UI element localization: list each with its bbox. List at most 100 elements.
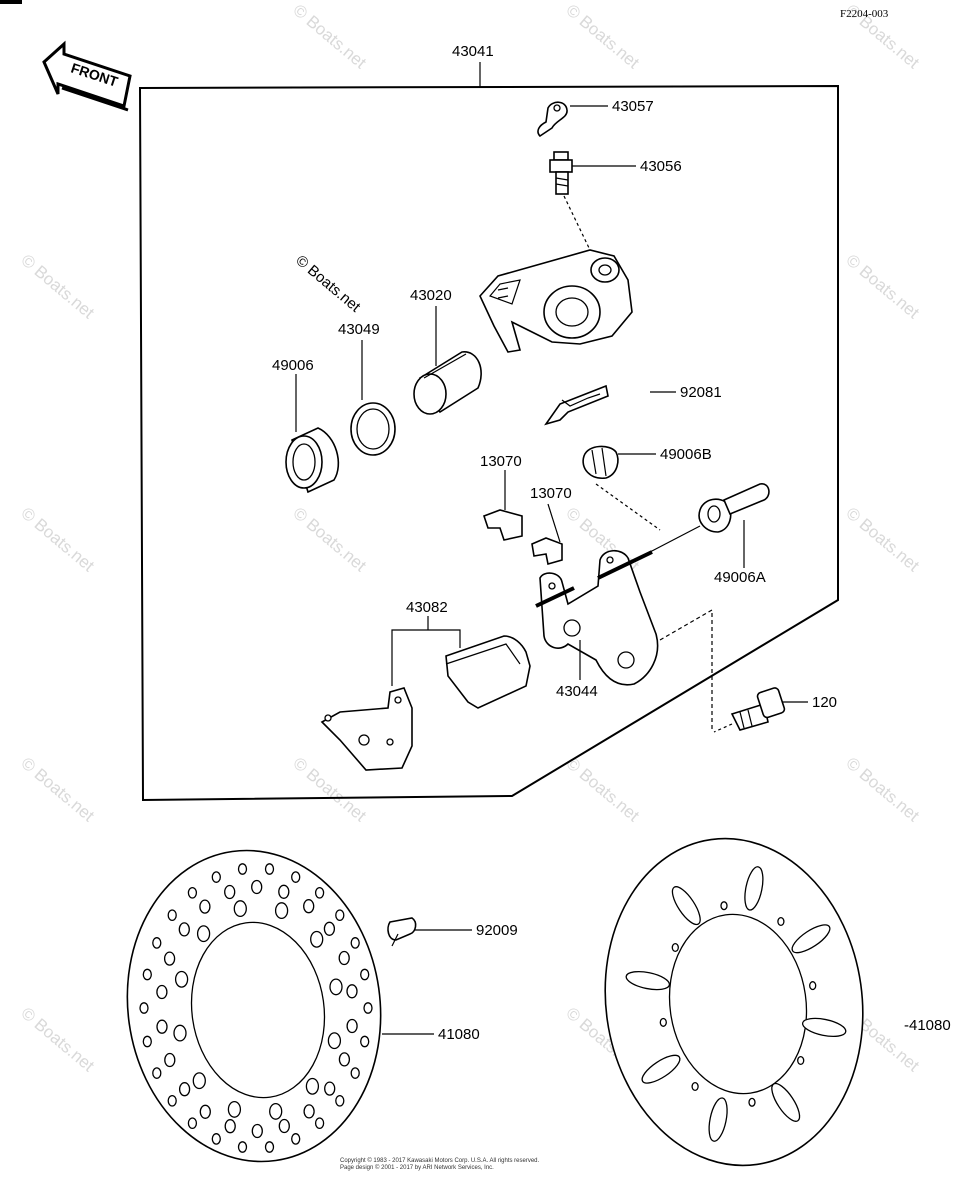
- disc-hole: [329, 978, 343, 996]
- disc-hole: [720, 901, 728, 911]
- callout-41080-left: 41080: [438, 1026, 480, 1043]
- assembly-dash: [563, 195, 591, 251]
- watermark: © Boats.net: [842, 504, 923, 576]
- watermark: © Boats.net: [17, 1004, 98, 1076]
- disc-hole: [163, 951, 176, 966]
- disc-hole: [142, 968, 152, 981]
- watermark: © Boats.net: [289, 754, 370, 826]
- disc-hole: [350, 937, 360, 949]
- caliper-holder: [535, 549, 659, 686]
- callout-43020: 43020: [410, 287, 452, 304]
- piston-seal: [350, 402, 396, 456]
- disc-hole: [291, 871, 301, 883]
- disc-hole: [224, 884, 236, 900]
- disc-slot: [791, 924, 831, 954]
- disc-left-holes: [139, 863, 373, 1153]
- disc-hole: [303, 899, 315, 914]
- brake-pad-inner: [445, 635, 531, 709]
- disc-hole: [363, 1002, 373, 1014]
- boot-a: [698, 498, 732, 533]
- disc-hole: [152, 937, 162, 949]
- watermark: © Boats.net: [17, 251, 98, 323]
- disc-hole: [178, 1082, 191, 1097]
- disc-slot: [671, 886, 701, 926]
- disc-hole: [224, 1119, 236, 1134]
- guide-pin-bolt: [722, 483, 770, 516]
- copyright-line-1: Copyright © 1983 - 2017 Kawasaki Motors …: [340, 1157, 540, 1164]
- brake-disc-right: [604, 837, 864, 1167]
- disc-hole: [327, 1032, 342, 1050]
- watermark: © Boats.net: [17, 504, 98, 576]
- disc-slot: [708, 1097, 728, 1142]
- disc-hole: [659, 1017, 667, 1027]
- front-arrow: FRONT: [42, 40, 132, 112]
- disc-slot: [625, 970, 671, 991]
- callout-43041: 43041: [452, 43, 494, 60]
- copyright-line-2: Page design © 2001 - 2017 by ARI Network…: [340, 1164, 494, 1171]
- holder-dash: [659, 608, 713, 730]
- disc-hole: [809, 981, 817, 991]
- watermark: © Boats.net: [17, 754, 98, 826]
- disc-hole: [251, 879, 263, 895]
- disc-hole: [269, 1102, 283, 1120]
- bolt-dash: [713, 723, 733, 733]
- disc-hole: [324, 1081, 336, 1096]
- callout-92081: 92081: [680, 384, 722, 401]
- callout-41080-right: -41080: [904, 1017, 951, 1034]
- disc-hole: [305, 1077, 320, 1095]
- disc-hole: [264, 1141, 275, 1153]
- brake-pad-outer: [320, 687, 413, 771]
- disc-slot: [801, 1017, 847, 1038]
- disc-hole: [303, 1104, 315, 1119]
- disc-hole: [310, 930, 324, 948]
- caliper-body: [479, 249, 633, 353]
- bleed-valve: [549, 151, 573, 195]
- watermark: © Boats.net: [289, 1, 370, 73]
- callout-43044: 43044: [556, 683, 598, 700]
- disc-hole: [278, 1118, 290, 1134]
- disc-slot: [771, 1082, 801, 1122]
- disc-hole: [691, 1081, 699, 1092]
- disc-hole: [274, 902, 289, 920]
- corner-mark: [0, 0, 22, 4]
- disc-bolt: [387, 917, 417, 947]
- disc-hole: [350, 1067, 360, 1079]
- disc-hole: [152, 1067, 162, 1079]
- caliper-bolt: [730, 687, 786, 731]
- watermark: © Boats.net: [289, 504, 370, 576]
- callout-43049: 43049: [338, 321, 380, 338]
- disc-hole: [360, 1035, 370, 1048]
- disc-hole: [360, 968, 370, 981]
- watermark: © Boats.net: [842, 754, 923, 826]
- disc-hole: [233, 900, 247, 918]
- disc-hole: [174, 970, 189, 988]
- callout-43082: 43082: [406, 599, 448, 616]
- disc-hole: [346, 1018, 358, 1034]
- piston: [413, 351, 482, 415]
- disc-hole: [156, 1019, 168, 1034]
- callout-13070-a: 13070: [480, 453, 522, 470]
- disc-slot: [641, 1054, 681, 1084]
- disc-hole: [338, 1052, 351, 1067]
- disc-hole: [671, 942, 679, 953]
- disc-hole: [164, 1052, 176, 1068]
- disc-hole: [167, 1094, 177, 1107]
- disc-hole: [187, 1117, 198, 1130]
- callout-43056: 43056: [640, 158, 682, 175]
- disc-hole: [199, 1104, 211, 1119]
- disc-hole: [278, 884, 290, 899]
- disc-hole: [139, 1002, 149, 1014]
- disc-hole: [314, 886, 325, 899]
- pin-line: [649, 525, 701, 553]
- disc-hole: [335, 1094, 345, 1107]
- disc-hole: [748, 1097, 756, 1107]
- disc-hole: [211, 1133, 221, 1145]
- callout-49006: 49006: [272, 357, 314, 374]
- leader-43082: [391, 629, 461, 686]
- boot-b: [582, 445, 619, 479]
- callout-43057: 43057: [612, 98, 654, 115]
- disc-hole: [237, 863, 248, 875]
- disc-hole: [338, 950, 350, 966]
- clip-a: [482, 509, 523, 541]
- disc-hole: [777, 916, 785, 927]
